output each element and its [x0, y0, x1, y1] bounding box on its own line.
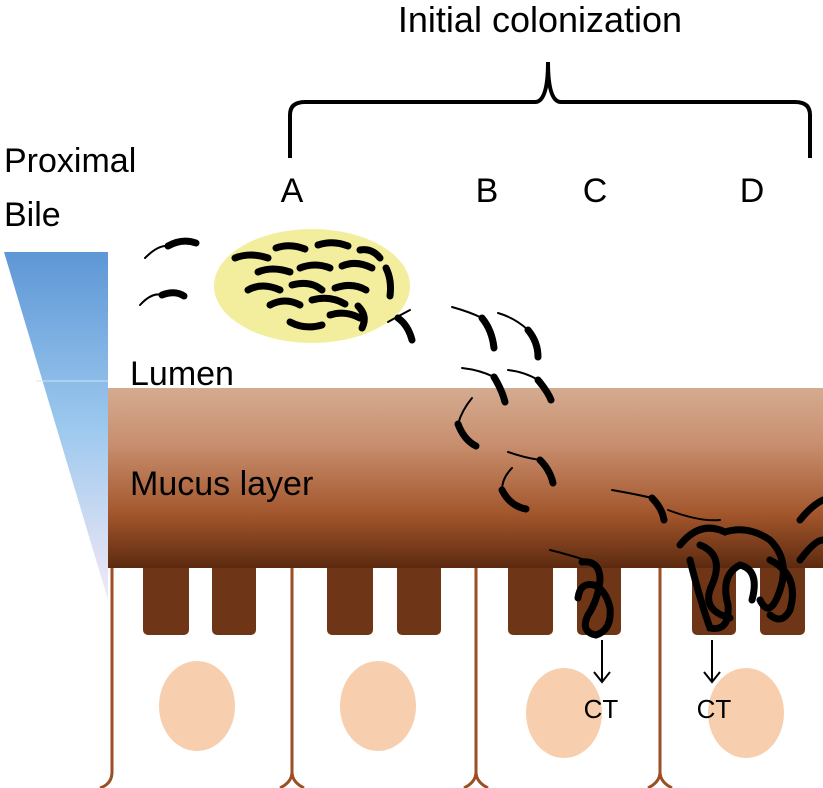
lumen-label: Lumen — [130, 355, 234, 393]
mucus-layer — [108, 388, 823, 568]
ct-arrow-1 — [593, 640, 611, 684]
free-bacteria — [139, 237, 668, 524]
ct-label-1: CT — [584, 694, 619, 724]
stage-label-d: D — [740, 172, 765, 210]
bracket — [288, 61, 812, 158]
adherent-bacteria-d — [667, 496, 823, 632]
title: Initial colonization — [398, 0, 682, 40]
ct-label-2: CT — [697, 694, 732, 724]
adherent-bacteria-c — [549, 549, 614, 639]
stage-label-c: C — [583, 172, 608, 210]
bile-label: Bile — [4, 196, 61, 234]
ct-arrow-2 — [703, 640, 721, 684]
nuclei — [159, 661, 784, 758]
bacteria-cluster — [231, 239, 394, 332]
bile-gradient-wedge — [4, 252, 108, 600]
epithelial-cells — [99, 568, 673, 788]
proximal-label: Proximal — [4, 142, 136, 180]
mucus-layer-label: Mucus layer — [130, 465, 313, 503]
stage-label-a: A — [281, 172, 304, 210]
stage-label-b: B — [476, 172, 499, 210]
